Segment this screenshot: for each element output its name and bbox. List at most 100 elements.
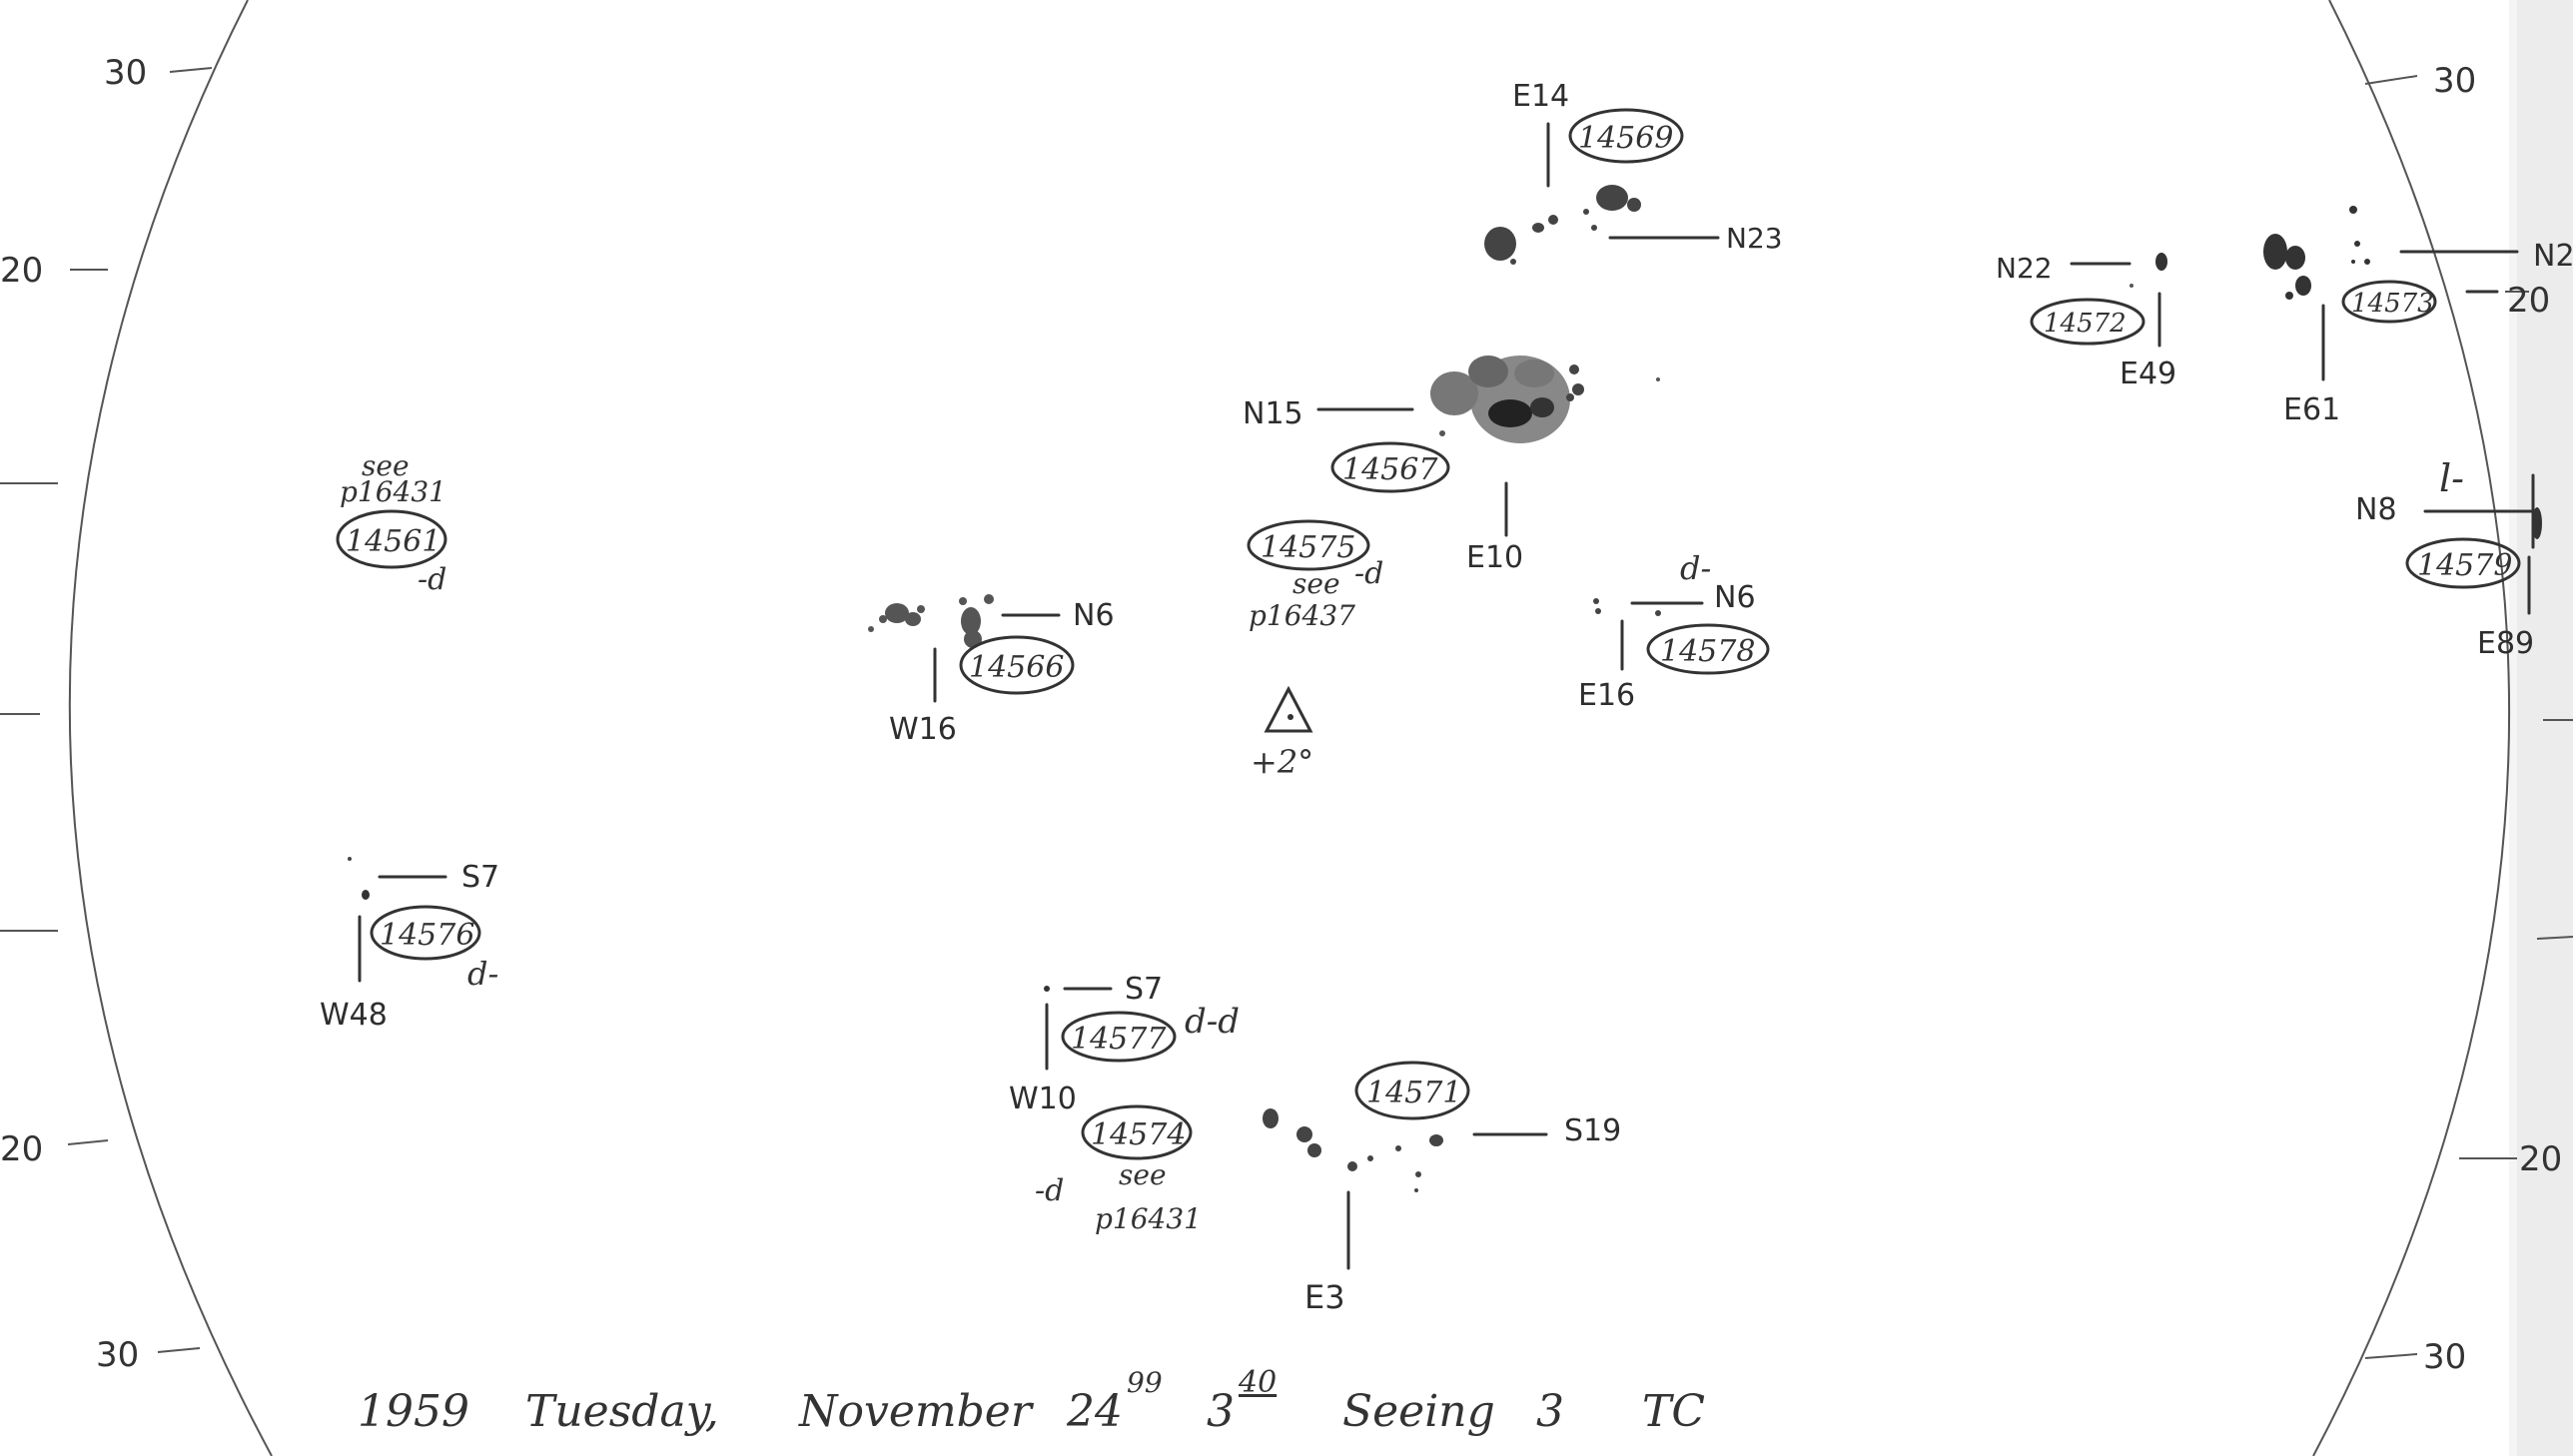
group-14573: N2 20 14573 E61 bbox=[2263, 206, 2573, 427]
tick bbox=[2364, 1353, 2418, 1359]
tick-label-30-bottom: 30 bbox=[96, 1335, 139, 1375]
sunspots bbox=[2263, 206, 2370, 300]
latitude-label: N15 bbox=[1243, 396, 1303, 431]
latitude-label-secondary: 20 bbox=[2507, 281, 2550, 321]
decay-note: d-d bbox=[1185, 1002, 1240, 1042]
decay-note: -d bbox=[418, 562, 446, 597]
tick-label-30-bottom: 30 bbox=[2423, 1337, 2466, 1377]
latitude-label: N6 bbox=[1073, 598, 1115, 633]
footer-seeing-value: 3 bbox=[1536, 1386, 1564, 1437]
latitude-label: N6 bbox=[1714, 580, 1756, 615]
footer-month: November bbox=[798, 1386, 1035, 1437]
tick bbox=[2364, 75, 2418, 85]
group-14575: 14575 see -d p16437 bbox=[1247, 519, 1383, 632]
group-14561: see p16431 14561 -d bbox=[336, 449, 447, 597]
group-number-oval bbox=[2405, 537, 2521, 589]
sunspots bbox=[1263, 1108, 1443, 1192]
solar-limb-left bbox=[68, 0, 273, 1456]
longitude-label: E14 bbox=[1512, 79, 1569, 114]
group-14571: 14571 S19 E3 bbox=[1263, 1061, 1621, 1316]
see-reference: p16437 bbox=[1249, 599, 1355, 632]
triangle-icon bbox=[1264, 685, 1313, 733]
center-marker-label: +2° bbox=[1251, 743, 1313, 781]
group-number: 14561 bbox=[346, 524, 440, 559]
longitude-label: W10 bbox=[1009, 1082, 1077, 1116]
latitude-label: S7 bbox=[1125, 972, 1163, 1007]
group-number-oval bbox=[1081, 1104, 1193, 1160]
latitude-label: S7 bbox=[461, 860, 499, 895]
tick bbox=[169, 67, 213, 73]
paper-edge bbox=[2517, 0, 2573, 1456]
solar-limb-right bbox=[2312, 0, 2510, 1456]
decay-note: l- bbox=[2439, 456, 2464, 500]
group-number: 14576 bbox=[380, 918, 474, 953]
see-note: see bbox=[1292, 567, 1340, 600]
group-number: 14573 bbox=[2351, 289, 2434, 319]
group-14579: l- N8 14579 E89 bbox=[2355, 456, 2542, 661]
paper-edge-highlight bbox=[2509, 0, 2517, 1456]
group-number-oval bbox=[1330, 441, 1450, 493]
group-14578: d- N6 E16 14578 bbox=[1578, 549, 1770, 713]
group-number-oval bbox=[336, 509, 447, 569]
footer-weekday: Tuesday, bbox=[525, 1386, 719, 1437]
longitude-label: E49 bbox=[2120, 357, 2176, 391]
longitude-label: E61 bbox=[2283, 392, 2340, 427]
decay-note: d- bbox=[467, 955, 498, 993]
sunspots bbox=[1484, 185, 1641, 265]
group-number-oval bbox=[1568, 108, 1684, 164]
longitude-label: E3 bbox=[1304, 1278, 1345, 1316]
group-14574: 14574 -d see p16431 bbox=[1035, 1104, 1202, 1235]
group-number-oval bbox=[1247, 519, 1370, 571]
tick-label-20-top: 20 bbox=[0, 251, 43, 291]
footer-hour: 3 bbox=[1207, 1386, 1235, 1437]
footer-minute: 40 bbox=[1238, 1365, 1277, 1400]
see-reference: p16431 bbox=[1095, 1202, 1202, 1235]
group-number-oval bbox=[2030, 298, 2145, 346]
decay-note: -d bbox=[1354, 556, 1383, 591]
sunspot bbox=[2155, 253, 2167, 271]
group-number-oval bbox=[1646, 623, 1770, 675]
group-14577: S7 14577 d-d W10 bbox=[1009, 972, 1240, 1116]
group-number: 14567 bbox=[1342, 452, 1438, 487]
tick bbox=[67, 1139, 109, 1145]
latitude-label: N23 bbox=[1726, 222, 1783, 255]
group-number-oval bbox=[959, 635, 1075, 695]
sunspots bbox=[1593, 598, 1661, 616]
see-note: see bbox=[1119, 1158, 1167, 1191]
sunspot bbox=[2532, 507, 2542, 539]
footer-day: 24 bbox=[1066, 1386, 1123, 1437]
tick-label-30-top: 30 bbox=[2433, 61, 2476, 101]
footer-observer: TC bbox=[1642, 1386, 1705, 1437]
footer-seeing-label: Seeing bbox=[1342, 1386, 1495, 1437]
latitude-label: N8 bbox=[2355, 492, 2397, 527]
decay-note: d- bbox=[1680, 549, 1711, 587]
group-14569: E14 14569 N23 bbox=[1484, 79, 1783, 265]
group-number: 14572 bbox=[2044, 309, 2127, 339]
group-14566: N6 W16 14566 bbox=[868, 594, 1115, 747]
group-number: 14571 bbox=[1366, 1076, 1461, 1110]
group-number: 14566 bbox=[969, 650, 1064, 685]
right-scale: 30 20 30 bbox=[2364, 61, 2573, 1377]
group-number: 14575 bbox=[1261, 530, 1355, 565]
left-scale: 30 20 20 30 bbox=[0, 53, 213, 1375]
footer-year: 1959 bbox=[358, 1386, 469, 1437]
group-number-oval bbox=[370, 905, 481, 961]
see-reference: p16431 bbox=[340, 475, 446, 508]
longitude-label: E89 bbox=[2477, 626, 2534, 661]
footer-day-fraction: 99 bbox=[1127, 1366, 1163, 1399]
longitude-label: E10 bbox=[1466, 540, 1523, 575]
group-number: 14574 bbox=[1091, 1117, 1186, 1152]
latitude-label: N2 bbox=[2533, 239, 2573, 274]
group-number-oval bbox=[1061, 1011, 1177, 1063]
group-14567: N15 E10 14567 bbox=[1243, 356, 1660, 575]
group-number: 14579 bbox=[2417, 548, 2512, 583]
sunspots bbox=[1430, 356, 1660, 443]
group-number-oval bbox=[1354, 1061, 1470, 1120]
group-number: 14577 bbox=[1071, 1022, 1167, 1057]
tick bbox=[157, 1347, 201, 1353]
latitude-label: S19 bbox=[1564, 1113, 1621, 1148]
group-14572: N22 14572 E49 bbox=[1996, 252, 2176, 391]
observation-footer: 1959 Tuesday, November 24 99 3 40 Seeing… bbox=[358, 1365, 1705, 1437]
decay-note: -d bbox=[1035, 1173, 1064, 1208]
